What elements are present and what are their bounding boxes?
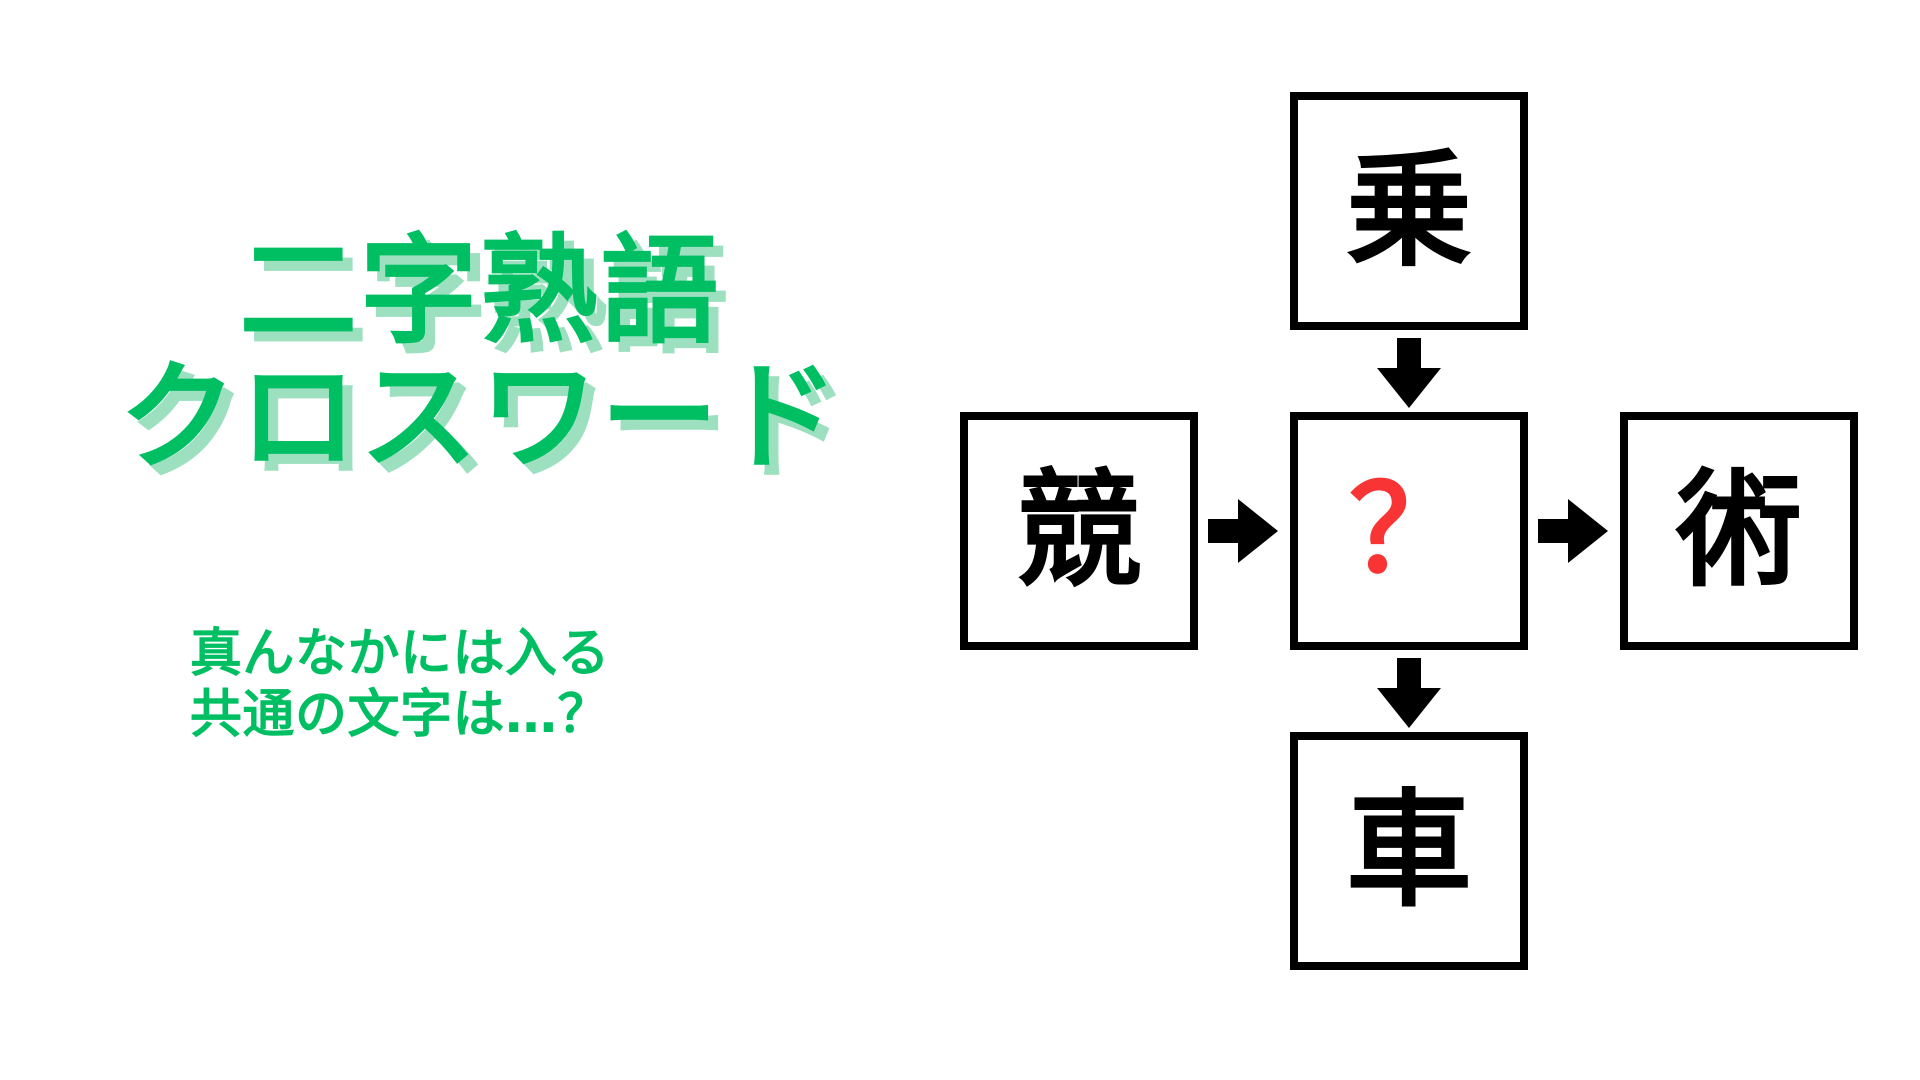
kanji-glyph-top: 乗	[1346, 137, 1472, 284]
arrow-shaft	[1208, 519, 1242, 543]
arrow-shaft	[1397, 338, 1421, 372]
arrow-down-icon-center-to-bottom	[1377, 658, 1441, 728]
arrow-head	[1377, 688, 1441, 728]
subtitle-line-2: 共通の文字は…？	[189, 685, 611, 746]
subtitle: 真んなかには入る 共通の文字は…？	[0, 624, 800, 747]
kanji-glyph-right: 術	[1676, 457, 1802, 604]
question-mark-icon: ？	[1349, 461, 1469, 600]
title-line-2: クロスワード	[118, 348, 842, 486]
crossword-cell-top: 乗	[1290, 92, 1528, 330]
arrow-down-icon-top-to-center	[1377, 338, 1441, 408]
arrow-head	[1238, 499, 1278, 563]
crossword-diagram: 乗 競 ？ 術 車	[960, 0, 1920, 1080]
crossword-cell-left: 競	[960, 412, 1198, 650]
arrow-shaft	[1397, 658, 1421, 692]
subtitle-line-1: 真んなかには入る	[189, 624, 611, 684]
crossword-cell-right: 術	[1620, 412, 1858, 650]
arrow-head	[1377, 368, 1441, 408]
crossword-cell-bottom: 車	[1290, 732, 1528, 970]
arrow-head	[1568, 499, 1608, 563]
arrow-right-icon-center-to-right	[1538, 499, 1608, 563]
page-title: 二字熟語 クロスワード	[0, 232, 960, 476]
kanji-glyph-bottom: 車	[1346, 777, 1472, 924]
arrow-right-icon-left-to-center	[1208, 499, 1278, 563]
arrow-shaft	[1538, 519, 1572, 543]
title-panel: 二字熟語 クロスワード 真んなかには入る 共通の文字は…？	[0, 232, 960, 747]
kanji-glyph-left: 競	[1016, 457, 1142, 604]
title-line-1: 二字熟語	[239, 222, 721, 360]
crossword-cell-center-answer[interactable]: ？	[1290, 412, 1528, 650]
